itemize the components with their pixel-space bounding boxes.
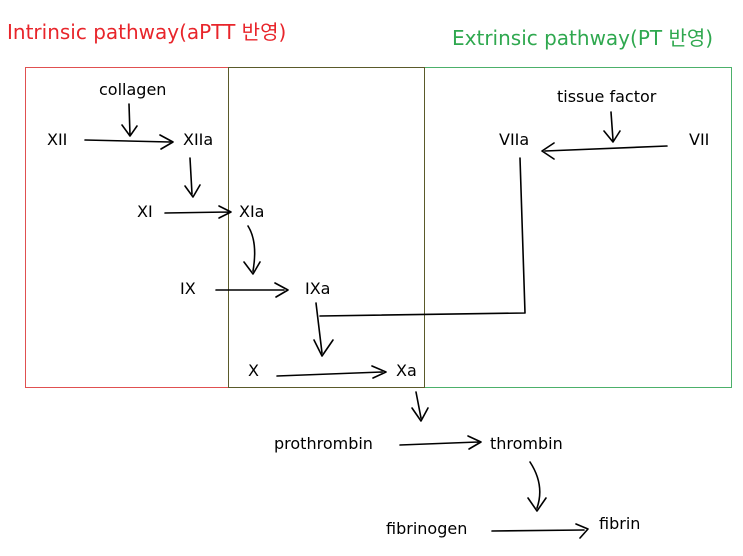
node-factor-xii: XII bbox=[47, 130, 68, 149]
arrow-ix-to-ixa bbox=[215, 282, 289, 298]
node-factor-xia: XIa bbox=[239, 202, 265, 221]
arrow-viia-to-ixa-line bbox=[319, 157, 526, 317]
arrow-xi-to-xia bbox=[164, 205, 232, 219]
common-pathway-overlap-box bbox=[228, 67, 425, 388]
node-thrombin: thrombin bbox=[490, 434, 563, 453]
node-factor-ix: IX bbox=[180, 279, 196, 298]
node-fibrin: fibrin bbox=[599, 514, 641, 533]
arrow-xiia-to-xia bbox=[184, 157, 201, 198]
node-factor-xa: Xa bbox=[396, 361, 417, 380]
node-collagen: collagen bbox=[99, 80, 167, 99]
node-factor-viia: VIIa bbox=[499, 130, 530, 149]
node-factor-x: X bbox=[248, 361, 259, 380]
node-factor-xi: XI bbox=[137, 202, 153, 221]
arrow-xa-to-thrombin bbox=[411, 391, 429, 422]
arrow-x-to-xa bbox=[276, 365, 387, 379]
arrow-vii-to-viia bbox=[541, 142, 668, 160]
extrinsic-pathway-title: Extrinsic pathway(PT 반영) bbox=[452, 26, 714, 50]
arrow-prothrombin-to-thrombin bbox=[399, 435, 482, 450]
arrow-fibrinogen-to-fibrin bbox=[491, 523, 589, 539]
arrow-ixa-to-xa bbox=[313, 302, 334, 357]
node-factor-xiia: XIIa bbox=[183, 130, 214, 149]
arrow-collagen-to-xiia bbox=[121, 103, 138, 137]
arrow-xii-to-xiia bbox=[84, 134, 174, 150]
intrinsic-pathway-title: Intrinsic pathway(aPTT 반영) bbox=[7, 20, 287, 44]
node-prothrombin: prothrombin bbox=[274, 434, 373, 453]
node-tissue-factor: tissue factor bbox=[557, 87, 657, 106]
node-factor-ixa: IXa bbox=[305, 279, 331, 298]
node-fibrinogen: fibrinogen bbox=[386, 519, 468, 538]
arrow-xia-to-ixa bbox=[243, 225, 261, 275]
node-factor-vii: VII bbox=[689, 130, 710, 149]
arrow-thrombin-to-fibrin bbox=[527, 461, 547, 512]
arrow-tissue-factor-to-viia bbox=[603, 111, 621, 143]
